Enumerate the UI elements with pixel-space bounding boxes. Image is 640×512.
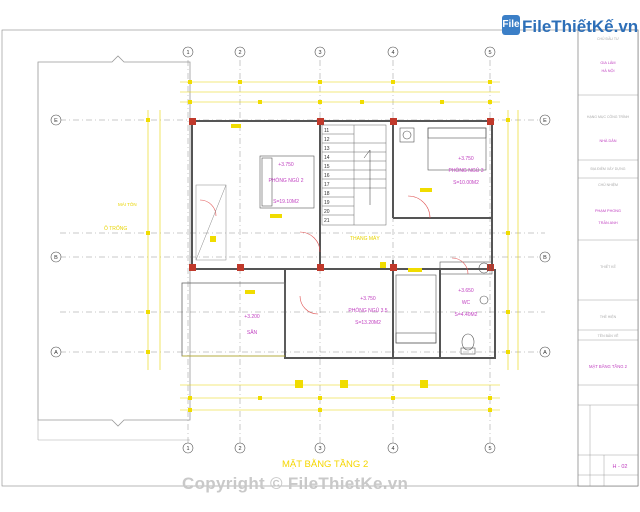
svg-text:NHÀ DÂN: NHÀ DÂN: [599, 138, 616, 143]
title-block-text: CHỦ ĐẦU TƯ GIA LÂM HÀ NỘI HẠNG MỤC CÔNG …: [587, 36, 630, 470]
svg-text:12: 12: [324, 137, 330, 143]
svg-text:5: 5: [488, 50, 491, 56]
roof-outline: [37, 55, 191, 427]
room-level: +3.750: [458, 156, 474, 162]
svg-text:11: 11: [324, 128, 329, 134]
bed: [259, 127, 493, 344]
svg-text:20: 20: [324, 209, 330, 215]
svg-text:17: 17: [324, 182, 330, 188]
svg-text:A: A: [543, 350, 547, 356]
svg-text:15: 15: [324, 164, 330, 170]
grid-lines: [60, 60, 545, 450]
room-area: S=10.00M2: [453, 180, 479, 186]
svg-text:E: E: [543, 118, 547, 124]
room-level: +3.750: [278, 162, 294, 168]
svg-text:2: 2: [238, 446, 241, 452]
stair-label: THANG MÁY: [350, 235, 380, 242]
dimension-lines: [147, 81, 519, 411]
doors: [199, 195, 469, 315]
annotations: [210, 124, 432, 388]
svg-text:21: 21: [324, 218, 330, 224]
svg-text:E: E: [54, 118, 58, 124]
svg-text:HẠNG MỤC CÔNG TRÌNH: HẠNG MỤC CÔNG TRÌNH: [587, 114, 630, 119]
drawing-title: MẶT BẰNG TẦNG 2: [282, 459, 369, 470]
svg-text:TÊN BẢN VẼ: TÊN BẢN VẼ: [598, 333, 619, 338]
copyright-watermark: Copyright © FileThietKe.vn: [182, 474, 409, 493]
room-level: +3.650: [458, 288, 474, 294]
grid-bubble-labels: 1 2 3 4 5 1 2 3 4 5 E B A E B A: [54, 50, 547, 452]
room-level: +3.200: [244, 314, 260, 320]
title-block-sheet-no: H - 02: [613, 464, 628, 470]
svg-text:THỂ HIỆN: THỂ HIỆN: [600, 314, 617, 319]
svg-text:TRẦN ANH: TRẦN ANH: [598, 221, 617, 225]
room-name: SÂN: [247, 329, 258, 336]
room-name: PHÒNG NGỦ 3.5: [348, 307, 387, 314]
columns: [189, 118, 494, 271]
closet: [195, 184, 227, 261]
logo-icon: File: [502, 15, 520, 35]
svg-text:13: 13: [324, 146, 330, 152]
grid-bubbles: [50, 46, 551, 454]
site-logo: FileThiếtKế.vn: [522, 17, 639, 36]
room-name: PHÒNG NGỦ 2: [268, 177, 303, 184]
svg-text:5: 5: [488, 446, 491, 452]
svg-text:ĐỊA ĐIỂM XÂY DỰNG: ĐỊA ĐIỂM XÂY DỰNG: [590, 166, 625, 171]
svg-text:3: 3: [318, 446, 321, 452]
svg-text:PHẠM PHONG: PHẠM PHONG: [595, 209, 621, 213]
svg-text:B: B: [543, 255, 547, 261]
svg-text:16: 16: [324, 173, 330, 179]
svg-text:THIẾT KẾ: THIẾT KẾ: [600, 264, 616, 269]
walls: [191, 120, 496, 359]
svg-text:18: 18: [324, 191, 330, 197]
svg-text:HÀ NỘI: HÀ NỘI: [601, 68, 614, 73]
room-area: S=13.20M2: [355, 320, 381, 326]
room-area: S=19.10M2: [273, 199, 299, 205]
svg-text:2: 2: [238, 50, 241, 56]
svg-text:4: 4: [391, 50, 394, 56]
room-labels: +3.750 PHÒNG NGỦ 2 S=19.10M2 +3.750 PHÒN…: [244, 156, 483, 336]
dimension-ticks: [146, 80, 510, 412]
svg-text:1: 1: [186, 446, 189, 452]
roof-label: MÁI TÔN: [118, 201, 137, 207]
room-name: WC: [462, 300, 471, 306]
wc-fixtures: [460, 262, 490, 355]
balcony-outline: [181, 282, 286, 357]
svg-text:CHỦ NHIỆM: CHỦ NHIỆM: [598, 182, 618, 187]
stair: [321, 124, 387, 226]
svg-text:14: 14: [324, 155, 330, 161]
room-name: PHÒNG NGỦ 3: [448, 167, 483, 174]
room-area: S=4.40M2: [455, 312, 478, 318]
svg-text:A: A: [54, 350, 58, 356]
stair-step-numbers: 11 12 13 14 15 16 17 18 19 20 21: [324, 128, 330, 224]
svg-text:1: 1: [186, 50, 189, 56]
svg-text:B: B: [54, 255, 58, 261]
title-block: [577, 29, 639, 487]
svg-text:19: 19: [324, 200, 330, 206]
title-block-drawing-name: MẶT BẰNG TẦNG 2: [589, 364, 628, 369]
svg-text:CHỦ ĐẦU TƯ: CHỦ ĐẦU TƯ: [597, 36, 619, 41]
svg-text:GIA LÂM: GIA LÂM: [600, 60, 615, 65]
svg-text:4: 4: [391, 446, 394, 452]
room-level: +3.750: [360, 296, 376, 302]
svg-text:3: 3: [318, 50, 321, 56]
void-label: Ô TRỐNG: [104, 225, 127, 232]
